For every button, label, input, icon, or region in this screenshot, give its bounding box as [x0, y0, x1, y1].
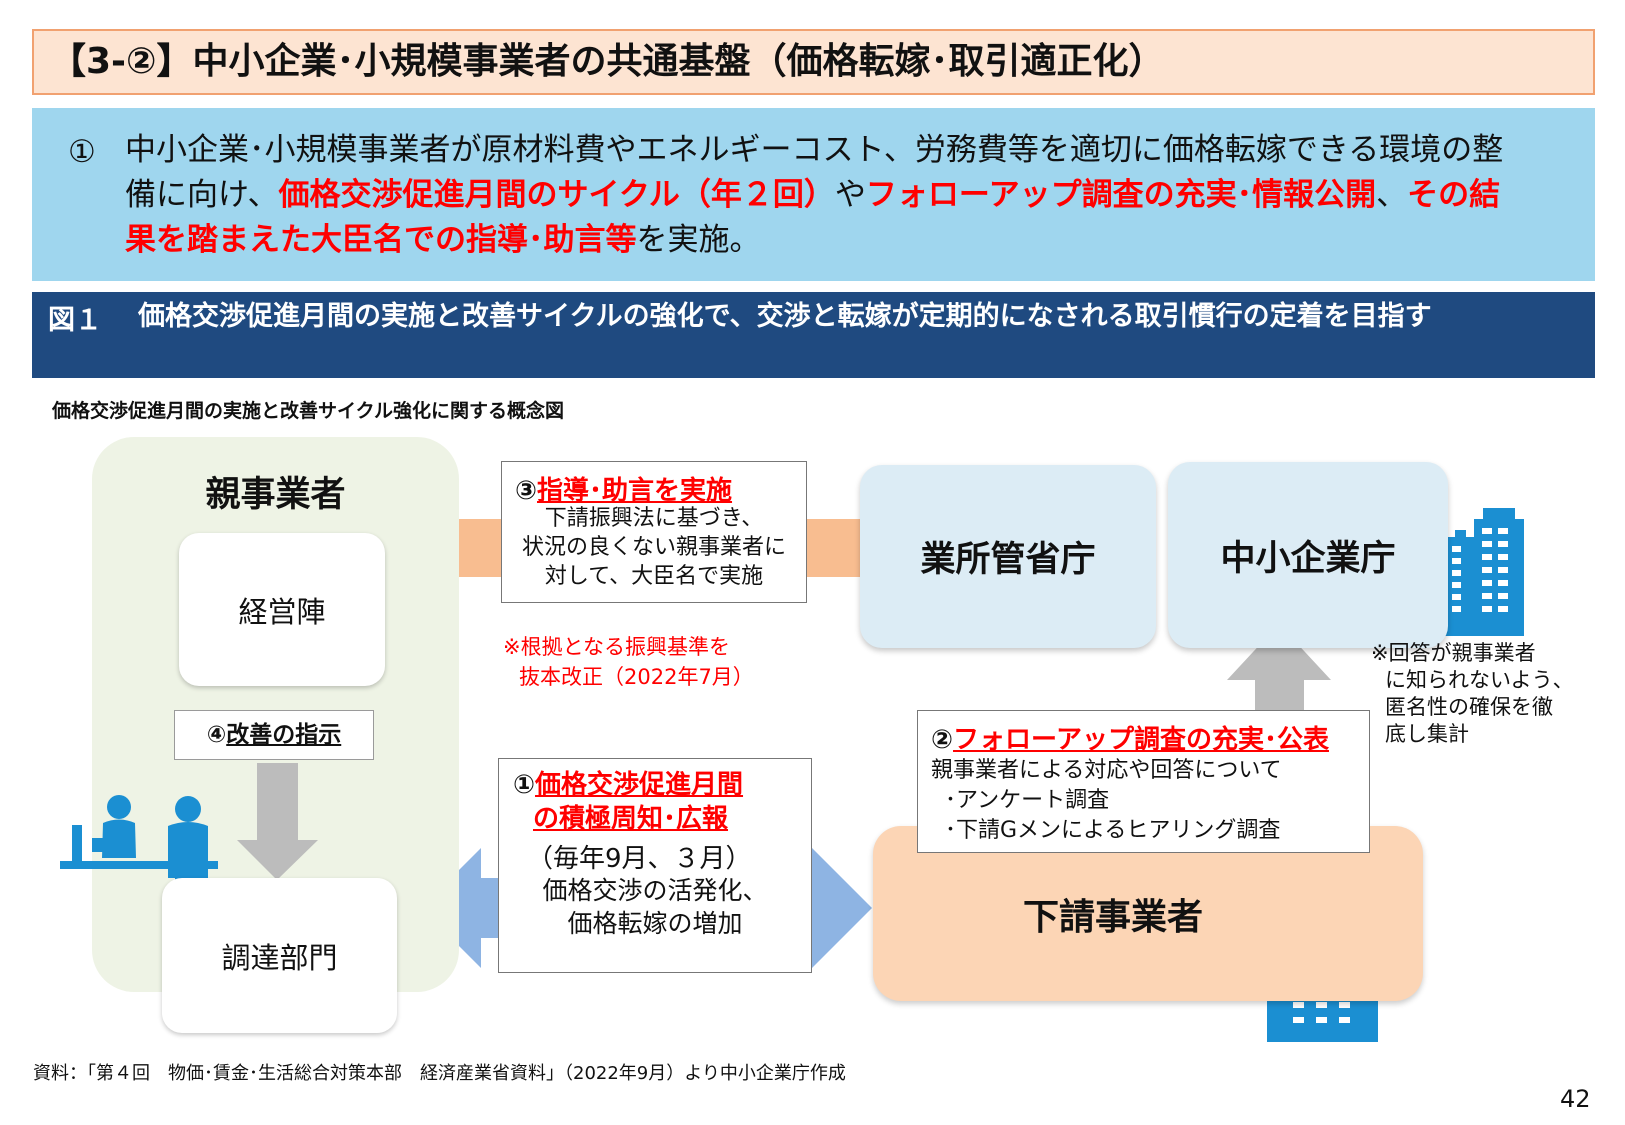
survey-body: 親事業者による対応や回答について ･アンケート調査 ･下請Gメンによるヒアリング…	[931, 756, 1282, 846]
summary-part1: 中小企業･小規模事業者が原材料費やエネルギーコスト、労務費等を適切に価格転嫁でき…	[125, 132, 1504, 213]
guidance-title-text: 指導･助言を実施	[537, 476, 733, 506]
basis-note: ※根拠となる振興基準を 抜本改正（2022年7月）	[503, 632, 754, 692]
guidance-prefix: ③	[515, 476, 538, 506]
management-box: 経営陣	[179, 533, 385, 686]
promotion-frequency: （毎年9月、３月）	[527, 844, 752, 874]
summary-part2: や	[834, 177, 866, 213]
instruction-label: ④改善の指示	[174, 710, 374, 760]
promotion-line: 価格交渉の活発化、	[542, 876, 768, 905]
figure-title: 価格交渉促進月間の実施と改善サイクルの強化で、交渉と転嫁が定期的になされる取引慣…	[138, 301, 1432, 332]
promotion-title2: の積極周知･広報	[533, 804, 729, 834]
summary-highlight-cycle: 価格交渉促進月間のサイクル（年２回）	[278, 177, 835, 213]
survey-item: ･下請Gメンによるヒアリング調査	[945, 818, 1281, 843]
survey-callout	[917, 710, 1370, 853]
figure-header: 図１ 価格交渉促進月間の実施と改善サイクルの強化で、交渉と転嫁が定期的になされる…	[32, 292, 1595, 378]
instruction-arrow	[237, 763, 318, 880]
diagram-caption: 価格交渉促進月間の実施と改善サイクル強化に関する概念図	[52, 400, 565, 422]
sme-agency-box: 中小企業庁	[1168, 462, 1448, 648]
procurement-box: 調達部門	[162, 878, 397, 1033]
guidance-body: 下請振興法に基づき、 状況の良くない親事業者に 対して、大臣名で実施	[501, 504, 807, 591]
anonymity-note: ※回答が親事業者 に知られないよう、 匿名性の確保を徹 底し集計	[1371, 640, 1574, 748]
promotion-line: 価格転嫁の増加	[567, 909, 743, 938]
survey-title: ②フォローアップ調査の充実･公表	[931, 719, 1329, 756]
source-note: 資料：「第４回 物価･賃金･生活総合対策本部 経済産業省資料」（2022年9月）…	[33, 1063, 846, 1084]
summary-part3: 、	[1376, 177, 1408, 213]
promotion-callout	[498, 758, 812, 973]
anonymity-note-line: 底し集計	[1385, 722, 1469, 746]
instruction-prefix: ④	[206, 722, 227, 748]
promotion-title: ①価格交渉促進月間 の積極周知･広報	[513, 768, 743, 836]
subcontractor-title: 下請事業者	[1022, 897, 1203, 938]
promotion-title1: 価格交渉促進月間	[535, 770, 744, 800]
summary-part4: を実施。	[636, 222, 761, 258]
guidance-title: ③指導･助言を実施	[515, 470, 732, 507]
summary-text: 中小企業･小規模事業者が原材料費やエネルギーコスト、労務費等を適切に価格転嫁でき…	[125, 128, 1525, 263]
summary-number: ①	[68, 134, 96, 170]
subcontractor-box	[873, 826, 1423, 1001]
figure-number: 図１	[48, 305, 102, 336]
guidance-callout	[501, 461, 807, 603]
survey-intro: 親事業者による対応や回答について	[931, 758, 1282, 783]
survey-title-text: フォローアップ調査の充実･公表	[953, 725, 1329, 755]
guidance-line: 状況の良くない親事業者に	[521, 535, 786, 560]
parent-company-title: 親事業者	[205, 475, 346, 515]
promotion-prefix: ①	[513, 770, 536, 800]
summary-highlight-survey: フォローアップ調査の充実･情報公開	[865, 177, 1377, 213]
guidance-line: 対して、大臣名で実施	[544, 564, 764, 589]
anonymity-note-line: ※回答が親事業者	[1371, 641, 1536, 665]
summary-highlight-guidance: その結果を踏まえた大臣名での指導･助言等	[125, 177, 1501, 258]
survey-prefix: ②	[931, 725, 954, 755]
survey-arrow	[1227, 624, 1331, 712]
ministry-box: 業所管省庁	[860, 465, 1156, 648]
page-number: 42	[1560, 1085, 1591, 1113]
promotion-body: 価格交渉の活発化、 価格転嫁の増加	[498, 874, 812, 940]
basis-note-line1: ※根拠となる振興基準を	[503, 635, 730, 659]
anonymity-note-line: 匿名性の確保を徹	[1385, 695, 1553, 719]
page-title: 【3-②】中小企業･小規模事業者の共通基盤（価格転嫁･取引適正化）	[32, 29, 1595, 95]
basis-note-line2: 抜本改正（2022年7月）	[519, 665, 754, 689]
survey-item: ･アンケート調査	[945, 788, 1110, 813]
anonymity-note-line: に知られないよう、	[1385, 668, 1574, 692]
summary-box	[32, 108, 1595, 281]
instruction-text: 改善の指示	[226, 722, 342, 748]
guidance-line: 下請振興法に基づき、	[544, 506, 764, 531]
